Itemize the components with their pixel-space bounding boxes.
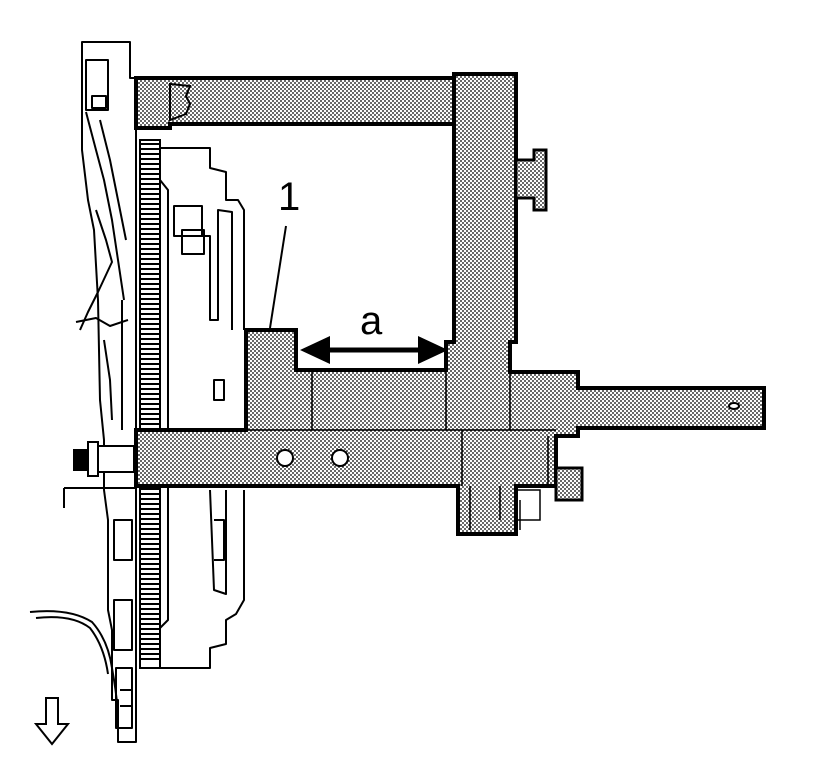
tool-frame-body bbox=[134, 72, 766, 536]
mounting-bolt bbox=[63, 441, 136, 508]
callout-1-label: 1 bbox=[278, 175, 300, 219]
cable-line bbox=[29, 610, 119, 713]
hole-right bbox=[331, 449, 349, 467]
lock-nut bbox=[554, 466, 584, 502]
down-arrow-icon bbox=[33, 697, 71, 746]
tool-holes bbox=[276, 402, 740, 467]
callout-a-label: a bbox=[360, 299, 383, 343]
dimension-a-group: a bbox=[300, 299, 448, 364]
shaft-pin-hole bbox=[728, 402, 740, 410]
dimension-arrowhead-right bbox=[418, 336, 448, 364]
pressure-plate bbox=[159, 147, 245, 669]
alignment-tool bbox=[134, 72, 766, 536]
callout-1-group: 1 bbox=[269, 175, 300, 329]
hole-left bbox=[276, 449, 294, 467]
adjustment-knob bbox=[514, 148, 548, 212]
tool-jaw bbox=[169, 82, 192, 122]
dimension-arrowhead-left bbox=[300, 336, 330, 364]
engine-housing bbox=[75, 41, 137, 743]
callout-1-leader bbox=[269, 225, 287, 329]
flywheel-ring-gear bbox=[139, 139, 161, 669]
tool-detail-lines bbox=[246, 370, 556, 530]
